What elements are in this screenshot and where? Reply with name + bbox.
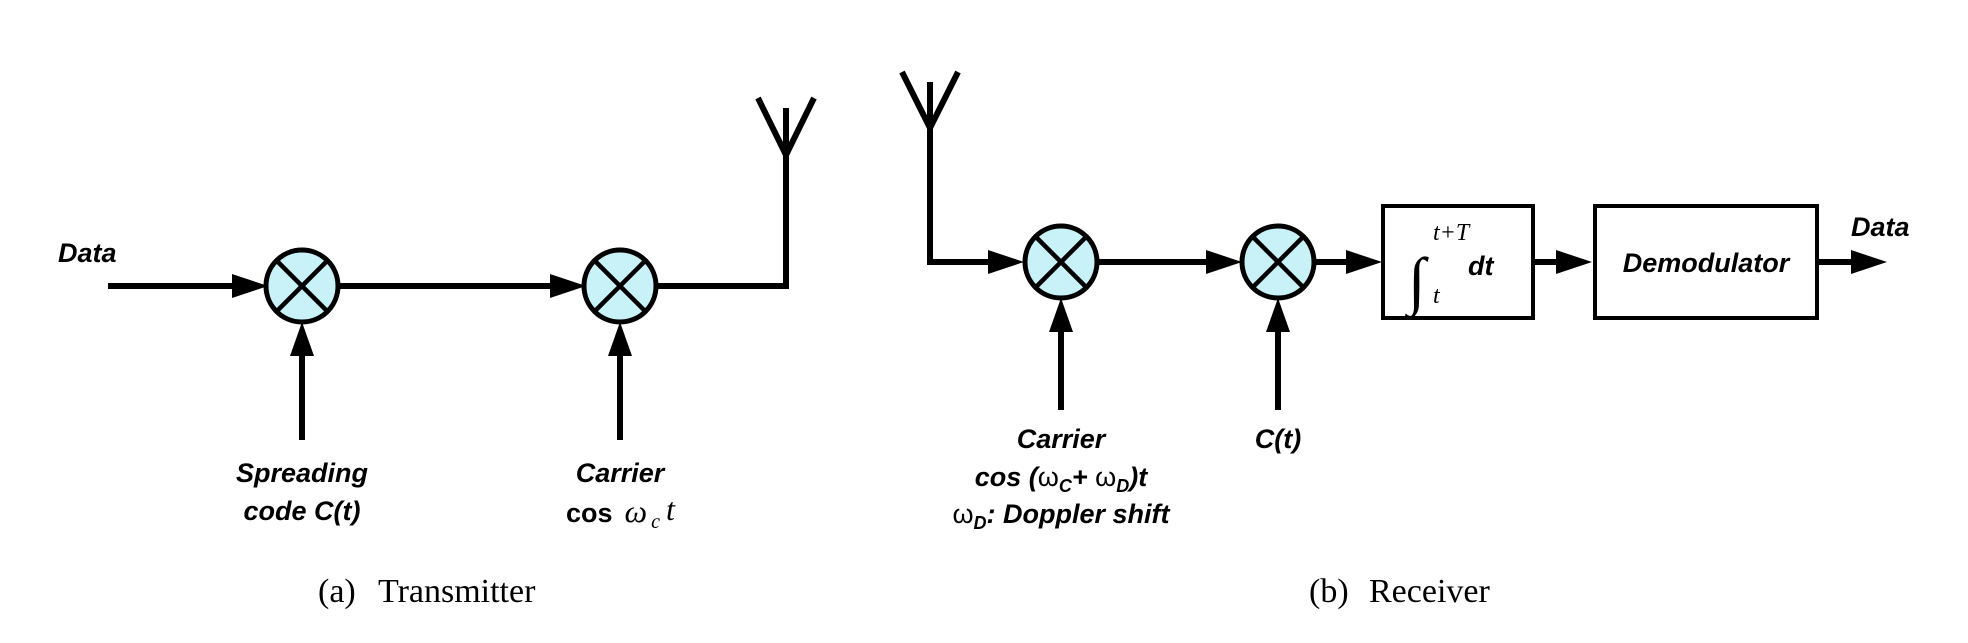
tx-carrier-label-1: Carrier	[576, 458, 666, 488]
demodulator-label: Demodulator	[1623, 248, 1791, 278]
integrator-upper-limit: t+T	[1433, 220, 1471, 246]
rx-antenna-icon	[899, 70, 961, 130]
rx-carrier-label-1: Carrier	[1017, 424, 1107, 454]
tx-mid-arrowhead	[550, 274, 586, 298]
receiver: Carrier cos (ωC+ ωD)t ωD: Doppler shift …	[899, 70, 1910, 610]
tx-spreading-mixer	[263, 247, 341, 325]
demodulator-block	[1593, 204, 1819, 320]
integral-sign-icon: ∫	[1404, 245, 1429, 320]
rx-demod-arrowhead	[1556, 250, 1592, 274]
rx-code-label: C(t)	[1255, 424, 1301, 454]
rx-mid-arrowhead	[1206, 250, 1242, 274]
tx-code-arrowhead	[290, 322, 314, 356]
integrator-dt: dt	[1468, 251, 1494, 281]
rx-output-arrowhead	[1851, 250, 1887, 274]
tx-antenna-icon	[755, 96, 817, 157]
rx-doppler-label: ωD: Doppler shift	[952, 499, 1170, 533]
tx-carrier-arrowhead	[608, 322, 632, 356]
transmitter: Data Spreading code C(t) Carrier cos ω	[58, 96, 817, 610]
rx-caption-text: Receiver	[1369, 573, 1490, 610]
rx-output-label: Data	[1851, 212, 1910, 242]
rx-carrier-label-2: cos (ωC+ ωD)t	[975, 462, 1148, 496]
rx-int-arrowhead	[1346, 250, 1382, 274]
rx-carrier-arrowhead	[1049, 298, 1073, 332]
tx-carrier-mixer	[581, 247, 659, 325]
tx-data-arrowhead	[232, 274, 268, 298]
rx-carrier-mixer	[1022, 223, 1100, 301]
tx-carrier-label-2: cos ω c t	[566, 491, 676, 533]
rx-code-mixer	[1239, 223, 1317, 301]
tx-data-label: Data	[58, 238, 117, 268]
rx-antenna-arrowhead	[988, 250, 1024, 274]
rx-caption-letter: (b)	[1309, 573, 1349, 610]
tx-caption-text: Transmitter	[378, 573, 536, 610]
integrator-lower-limit: t	[1433, 283, 1441, 309]
rx-antenna-wire	[927, 125, 992, 265]
rx-code-arrowhead	[1266, 298, 1290, 332]
tx-antenna-wire	[656, 152, 789, 289]
tx-spreading-label-2: code C(t)	[244, 496, 361, 526]
tx-caption-letter: (a)	[318, 573, 356, 610]
tx-spreading-label-1: Spreading	[236, 458, 369, 488]
